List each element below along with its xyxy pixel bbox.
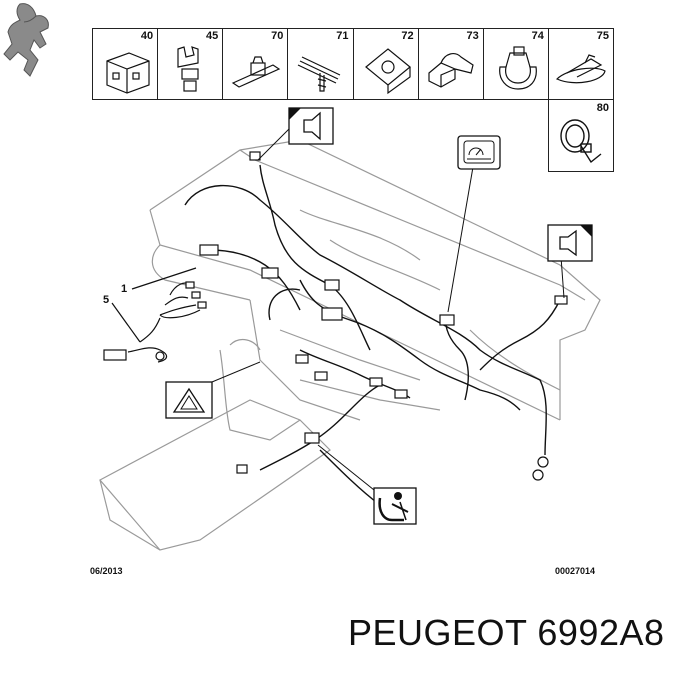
part-number: 40 bbox=[140, 30, 154, 42]
u-clip-icon bbox=[498, 46, 537, 90]
callout-5: 5 bbox=[103, 294, 110, 306]
mount-bracket-icon bbox=[364, 48, 411, 95]
part-cell-71: 71 bbox=[288, 29, 354, 99]
diagram-reference: 00027014 bbox=[555, 566, 596, 576]
part-cell-80: 80 bbox=[548, 100, 614, 172]
product-caption: PEUGEOT 6992A8 bbox=[348, 612, 665, 653]
peugeot-lion-logo bbox=[3, 3, 49, 77]
part-number: 70 bbox=[271, 30, 284, 42]
tie-mount-icon bbox=[555, 54, 606, 84]
cable-clip-icon bbox=[177, 46, 199, 92]
part-number: 72 bbox=[401, 30, 414, 42]
cable-tie-icon bbox=[560, 119, 602, 164]
part-cell-74: 74 bbox=[484, 29, 549, 99]
part-cell-70: 70 bbox=[223, 29, 289, 99]
part-cell-75: 75 bbox=[549, 29, 613, 99]
part-number: 80 bbox=[596, 102, 609, 114]
push-pin-icon bbox=[298, 56, 341, 92]
part-number: 45 bbox=[206, 30, 219, 42]
flat-clip-icon bbox=[232, 56, 281, 88]
callout-1: 1 bbox=[121, 283, 128, 295]
part-number: 73 bbox=[466, 30, 479, 42]
cable-holder-icon bbox=[428, 53, 474, 88]
part-number: 74 bbox=[531, 30, 544, 42]
diagram-date: 06/2013 bbox=[90, 566, 123, 576]
part-cell-73: 73 bbox=[419, 29, 484, 99]
part-number: 71 bbox=[336, 30, 349, 42]
connector-block-icon bbox=[106, 52, 150, 94]
part-cell-72: 72 bbox=[354, 29, 419, 99]
parts-strip: 40 45 70 bbox=[92, 28, 614, 100]
part-cell-40: 40 bbox=[93, 29, 159, 99]
part-number: 75 bbox=[596, 30, 609, 42]
part-cell-45: 45 bbox=[158, 29, 224, 99]
